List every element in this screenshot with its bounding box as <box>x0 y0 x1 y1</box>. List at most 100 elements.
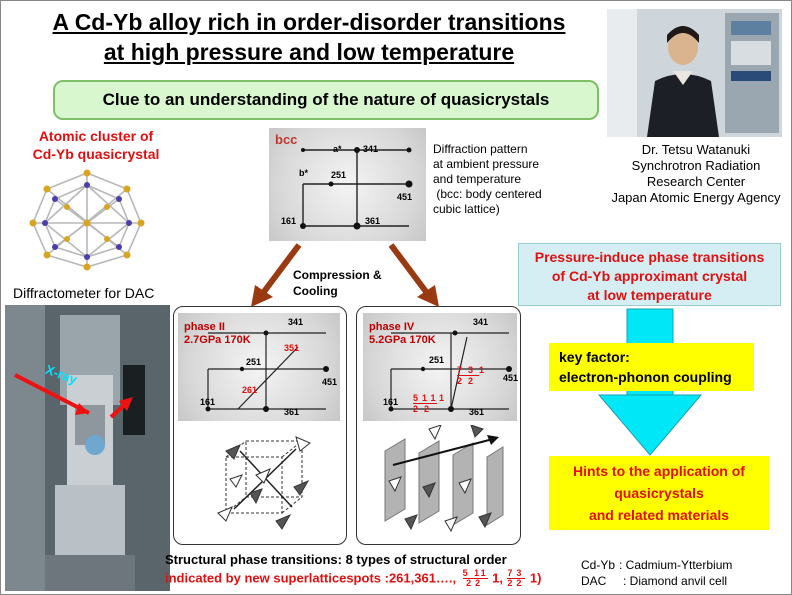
phase4-diffraction-art <box>388 330 512 412</box>
hints-box: Hints to the application of quasicrystal… <box>549 456 769 530</box>
phase2-spot-451: 451 <box>322 377 338 387</box>
bottom-caption-line-1: Structural phase transitions: 8 types of… <box>165 552 507 567</box>
bottom-caption-prefix: indicated by new superlatticespots :261,… <box>165 570 457 586</box>
diffractometer-label: Diffractometer for DAC <box>13 285 155 301</box>
phase4-name: phase IV <box>369 321 415 333</box>
cluster-label-line-2: Cd-Yb quasicrystal <box>32 146 160 162</box>
pressure-line-1: Pressure-induce phase transitions <box>534 249 765 265</box>
bottom-frac-b-num-2: 3 <box>516 568 526 578</box>
phase2-spot-251: 251 <box>246 357 262 367</box>
arrow-right-head <box>417 285 439 307</box>
diffractometer-photo-art <box>5 305 170 591</box>
phase4-top-num-3: 1 <box>479 365 491 375</box>
bcc-caption-line-5: cubic lattice) <box>433 202 500 216</box>
phase2-diffraction-image: phase II 2.7GPa 170K 341 351 251 451 261… <box>178 313 340 421</box>
researcher-agency: Japan Atomic Energy Agency <box>611 190 781 205</box>
bcc-caption-line-1: Diffraction pattern <box>433 142 528 156</box>
phase2-name: phase II <box>184 321 225 333</box>
slide-title: A Cd-Yb alloy rich in order-disorder tra… <box>9 7 609 67</box>
bcc-caption: Diffraction pattern at ambient pressure … <box>433 142 542 217</box>
key-factor-box: key factor: electron-phonon coupling <box>549 343 754 391</box>
bottom-frac-b-den-2: 2 <box>516 578 526 588</box>
phase2-spot-261: 261 <box>242 385 258 395</box>
title-line-2: at high pressure and low temperature <box>103 39 515 65</box>
phase4-conditions: 5.2GPa 170K <box>369 334 436 346</box>
phase4-panel: phase IV 5.2GPa 170K 341 251 451 161 361… <box>356 306 521 545</box>
bottom-frac-a-num-1: 5 <box>462 568 470 578</box>
pressure-line-2: of Cd-Yb approximant crystal <box>551 268 748 284</box>
atomic-cluster-figure <box>29 169 145 271</box>
bottom-caption-line-2: indicated by new superlatticespots :261,… <box>165 569 541 588</box>
legend-dac-value: : Diamond anvil cell <box>623 574 728 588</box>
bottom-frac-a-den-2: 2 <box>475 578 485 588</box>
phase2-spot-341: 341 <box>288 317 304 327</box>
hints-line-3: and related materials <box>588 507 730 523</box>
phase2-conditions: 2.7GPa 170K <box>184 334 251 346</box>
pressure-transitions-box: Pressure-induce phase transitions of Cd-… <box>518 243 781 306</box>
bcc-spot-361: 361 <box>365 216 381 226</box>
bottom-frac-b-num-1: 7 <box>507 568 517 578</box>
arrow-right-shaft <box>388 243 430 295</box>
bottom-frac-b: 73 22 <box>507 568 526 588</box>
researcher-dept-1: Synchrotron Radiation <box>631 158 761 173</box>
bcc-caption-line-3: and temperature <box>433 172 522 186</box>
legend-dac-key: DAC <box>581 574 607 588</box>
bcc-axis-b: b* <box>299 168 308 178</box>
researcher-name: Dr. Tetsu Watanuki <box>641 142 751 157</box>
bcc-spot-251: 251 <box>331 170 347 180</box>
title-line-1: A Cd-Yb alloy rich in order-disorder tra… <box>52 9 566 35</box>
bottom-frac-a: 5 11 22 <box>462 568 488 588</box>
phase2-spot-361: 361 <box>284 407 300 417</box>
key-factor-line-2: electron-phonon coupling <box>559 369 732 385</box>
bcc-diffraction-art <box>300 147 413 230</box>
phase4-bot-den-1: 2 <box>413 404 425 414</box>
compression-label: Compression & Cooling <box>293 267 382 299</box>
arrow-left-shaft <box>260 243 302 295</box>
legend-row-dac: DAC : Diamond anvil cell <box>581 573 732 589</box>
bcc-diffraction-image: bcc a* b* 341 251 451 161 361 <box>269 128 426 241</box>
phase4-spot-341: 341 <box>473 317 489 327</box>
legend-cd-key: Cd-Yb <box>581 558 616 572</box>
phase4-bot-num-2: 11 <box>422 393 440 403</box>
phase4-bot-den-2: 2 <box>424 404 436 414</box>
brown-arrows <box>251 243 439 307</box>
phase2-spot-351: 351 <box>284 343 300 353</box>
bottom-frac-a-tail: 1, <box>492 570 503 586</box>
phase4-index-top: 731 22 <box>457 365 497 386</box>
phase4-top-num-2: 3 <box>468 365 480 375</box>
phase4-spot-361: 361 <box>469 407 485 417</box>
phase2-diffraction-art <box>205 330 329 412</box>
hints-line-1: Hints to the application of <box>573 463 745 479</box>
phase4-top-den-1: 2 <box>457 376 469 386</box>
phase4-diffraction-image: phase IV 5.2GPa 170K 341 251 451 161 361… <box>363 313 518 421</box>
researcher-dept-2: Research Center <box>646 174 746 189</box>
phase4-spot-251: 251 <box>429 355 445 365</box>
bottom-frac-b-den-1: 2 <box>507 578 517 588</box>
hints-line-2: quasicrystals <box>614 485 704 501</box>
phase4-structure-diagram <box>384 425 504 533</box>
bcc-axis-a: a* <box>333 144 342 154</box>
phase2-panel: phase II 2.7GPa 170K 341 351 251 451 261… <box>173 306 347 545</box>
key-factor-line-1: key factor: <box>559 349 630 365</box>
compression-label-line-2: Cooling <box>293 284 338 298</box>
phase2-structure-diagram <box>217 436 311 530</box>
cluster-label: Atomic cluster of Cd-Yb quasicrystal <box>21 127 171 163</box>
arrow-left-head <box>251 285 273 307</box>
bcc-spot-161: 161 <box>281 216 297 226</box>
phase2-spot-161: 161 <box>200 397 216 407</box>
phase4-top-num-1: 7 <box>457 365 469 375</box>
researcher-caption: Dr. Tetsu Watanuki Synchrotron Radiation… <box>601 142 791 206</box>
legend-cd-value: : Cadmium-Ytterbium <box>619 558 733 572</box>
phase4-spot-161: 161 <box>383 397 399 407</box>
diffractometer-photo: X-ray <box>5 305 170 591</box>
compression-label-line-1: Compression & <box>293 268 382 282</box>
bcc-caption-line-2: at ambient pressure <box>433 157 540 171</box>
researcher-photo <box>607 9 782 137</box>
bcc-tag: bcc <box>275 132 298 147</box>
bottom-frac-a-num-2: 11 <box>474 568 488 578</box>
phase4-index-bottom: 5111 22 <box>413 393 453 414</box>
abbreviation-legend: Cd-Yb: Cadmium-Ytterbium DAC : Diamond an… <box>581 557 732 589</box>
pressure-line-3: at low temperature <box>587 287 712 303</box>
bcc-caption-line-4: (bcc: body centered <box>433 187 542 201</box>
